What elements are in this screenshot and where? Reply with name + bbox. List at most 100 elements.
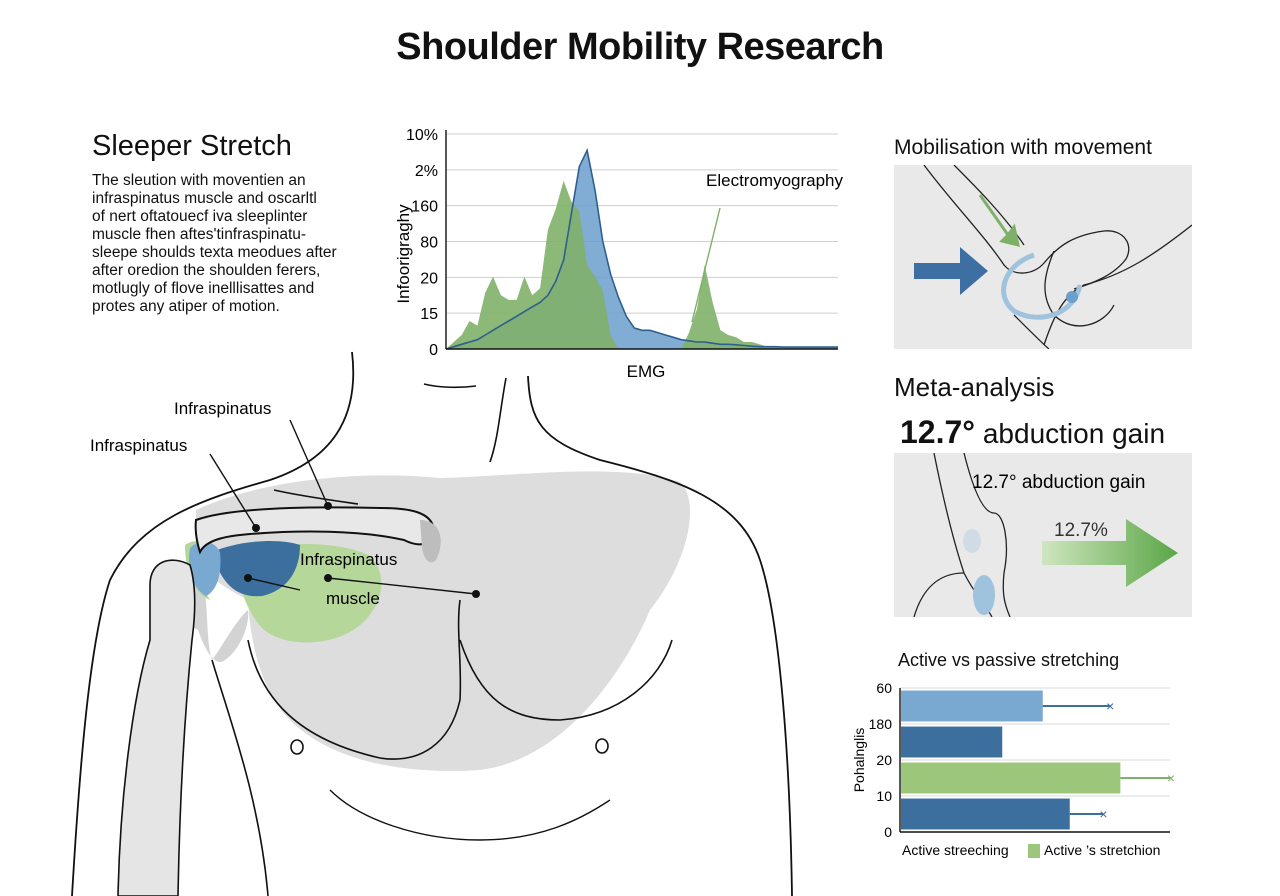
bar-ticks: 60 180 20 10 0 xyxy=(869,680,893,840)
rotation-ring xyxy=(1001,252,1083,320)
green-movement-arrow xyxy=(978,194,1020,248)
bar xyxy=(901,690,1043,722)
torso-outline xyxy=(913,572,965,618)
bar-error-cap: × xyxy=(1106,698,1114,714)
legend-swatch-green xyxy=(1028,844,1040,858)
leader-line xyxy=(209,453,257,529)
sleeper-line: after oredion the shoulden ferers, xyxy=(92,262,321,279)
humeral-head-blue xyxy=(188,541,221,596)
abduction-gain-headline: 12.7° abduction gain xyxy=(900,414,1165,451)
arm-raise-outline xyxy=(963,452,1011,618)
emg-y-tick: 160 xyxy=(411,199,438,216)
abduction-gain-value: 12.7° xyxy=(900,414,976,450)
pectoral-left xyxy=(247,599,462,760)
sleeper-stretch-body: The sleution with moventien an infraspin… xyxy=(92,172,352,316)
bar-y-label: Pohalnglis xyxy=(851,728,867,793)
collarbone xyxy=(273,489,359,505)
emg-annotation: Electromyography xyxy=(706,171,844,190)
meta-analysis-title: Meta-analysis xyxy=(894,372,1055,402)
mobilisation-illustration xyxy=(894,164,1193,350)
bar-y-tick: 0 xyxy=(884,824,892,840)
joint-highlight xyxy=(973,575,995,615)
nipple-right xyxy=(595,738,609,754)
joint-highlight-upper xyxy=(963,529,981,553)
emg-chart: 0 15 20 80 160 2% 10% Infoorigraghy EMG Electr… xyxy=(394,127,844,381)
body-outline xyxy=(71,351,355,896)
infraspinatus-blue xyxy=(212,540,300,597)
page-title: Shoulder Mobility Research xyxy=(396,26,884,68)
leader-line xyxy=(327,577,477,595)
leader-dot xyxy=(244,574,252,582)
arm-outline xyxy=(1043,224,1193,346)
sleeper-stretch-title: Sleeper Stretch xyxy=(92,130,292,162)
neck-left-inner xyxy=(489,377,507,463)
emg-grid xyxy=(446,133,838,314)
neck-right xyxy=(527,375,793,896)
legend-label-active: Active streeching xyxy=(902,842,1009,858)
push-arrow xyxy=(914,247,988,295)
bar-y-tick: 60 xyxy=(876,680,892,696)
emg-areas xyxy=(445,147,838,350)
pectoral-right xyxy=(459,639,673,721)
chin-line xyxy=(423,383,477,389)
sleeper-line: infraspinatus muscle and oscarltl xyxy=(92,190,317,207)
bar-error-cap: × xyxy=(1099,806,1107,822)
gain-arrow xyxy=(1042,519,1178,587)
humerus xyxy=(117,559,196,896)
active-passive-chart: × × × 60 180 20 10 0 Pohalnglis Active streech… xyxy=(851,680,1175,858)
bar-legend: Active streeching Active ’s stretchion xyxy=(902,842,1160,858)
bar-error-cap: × xyxy=(1167,770,1175,786)
emg-y-tick: 15 xyxy=(420,306,438,323)
legend-label-active-2: Active ’s stretchion xyxy=(1044,842,1160,858)
sleeper-line: sleepe shoulds texta meodues after xyxy=(92,244,337,261)
emg-annotation-arrow xyxy=(691,207,721,323)
arm-inner xyxy=(211,659,269,896)
emg-y-tick: 80 xyxy=(420,235,438,252)
meta-svg: 12.7° abduction gain 12.7% xyxy=(913,452,1178,618)
leader-line xyxy=(289,419,329,507)
emg-y-tick: 10% xyxy=(406,127,438,144)
emg-ticks: 0 15 20 80 160 2% 10% xyxy=(406,127,438,359)
mobilisation-svg xyxy=(914,164,1193,350)
emg-y-tick: 0 xyxy=(429,342,438,359)
bar-bars: × × × xyxy=(901,690,1175,830)
bar-y-tick: 20 xyxy=(876,752,892,768)
abduction-gain-text: abduction gain xyxy=(982,418,1166,449)
sleeper-line: The sleution with moventien an xyxy=(92,172,306,189)
sleeper-line: muscle fhen aftes'tinfraspinatu- xyxy=(92,226,307,243)
emg-x-label: EMG xyxy=(627,362,666,381)
sleeper-line: motlugly of flove inelllisattes and xyxy=(92,280,315,297)
mobilisation-title: Mobilisation with movement xyxy=(894,136,1152,159)
hand-outline xyxy=(923,164,1130,290)
label-infraspinatus-top: Infraspinatus xyxy=(174,399,271,418)
label-infraspinatus-left: Infraspinatus xyxy=(90,436,187,455)
sleeper-line: protes any atiper of motion. xyxy=(92,298,280,315)
emg-series-green xyxy=(446,180,838,349)
bar xyxy=(901,762,1121,794)
emg-y-label: Infoorigraghy xyxy=(394,204,413,304)
abdomen-line xyxy=(329,789,611,841)
active-passive-title: Active vs passive stretching xyxy=(898,650,1120,670)
meta-analysis-illustration: 12.7° abduction gain 12.7% xyxy=(894,452,1192,618)
emg-series-blue-line xyxy=(445,147,838,350)
leader-dot xyxy=(472,590,480,598)
label-infraspinatus-muscle: Infraspinatus xyxy=(300,550,397,569)
lower-arm-outline xyxy=(1013,314,1050,350)
joint-dot xyxy=(1066,291,1078,303)
meta-arrow-label: 12.7% xyxy=(1054,520,1108,541)
meta-panel-label: 12.7° abduction gain xyxy=(972,472,1145,493)
emg-y-tick: 20 xyxy=(420,270,438,287)
bar-y-tick: 180 xyxy=(869,716,893,732)
acromion-shadow xyxy=(420,520,441,563)
bar xyxy=(901,798,1070,830)
nipple-left xyxy=(290,739,304,755)
leader-dot xyxy=(324,502,332,510)
bar xyxy=(901,726,1003,758)
label-muscle: muscle xyxy=(326,589,380,608)
leader-dot xyxy=(252,524,260,532)
leader-line xyxy=(247,577,301,591)
bar-y-tick: 10 xyxy=(876,788,892,804)
leader-dot xyxy=(324,574,332,582)
emg-y-tick: 2% xyxy=(415,163,438,180)
